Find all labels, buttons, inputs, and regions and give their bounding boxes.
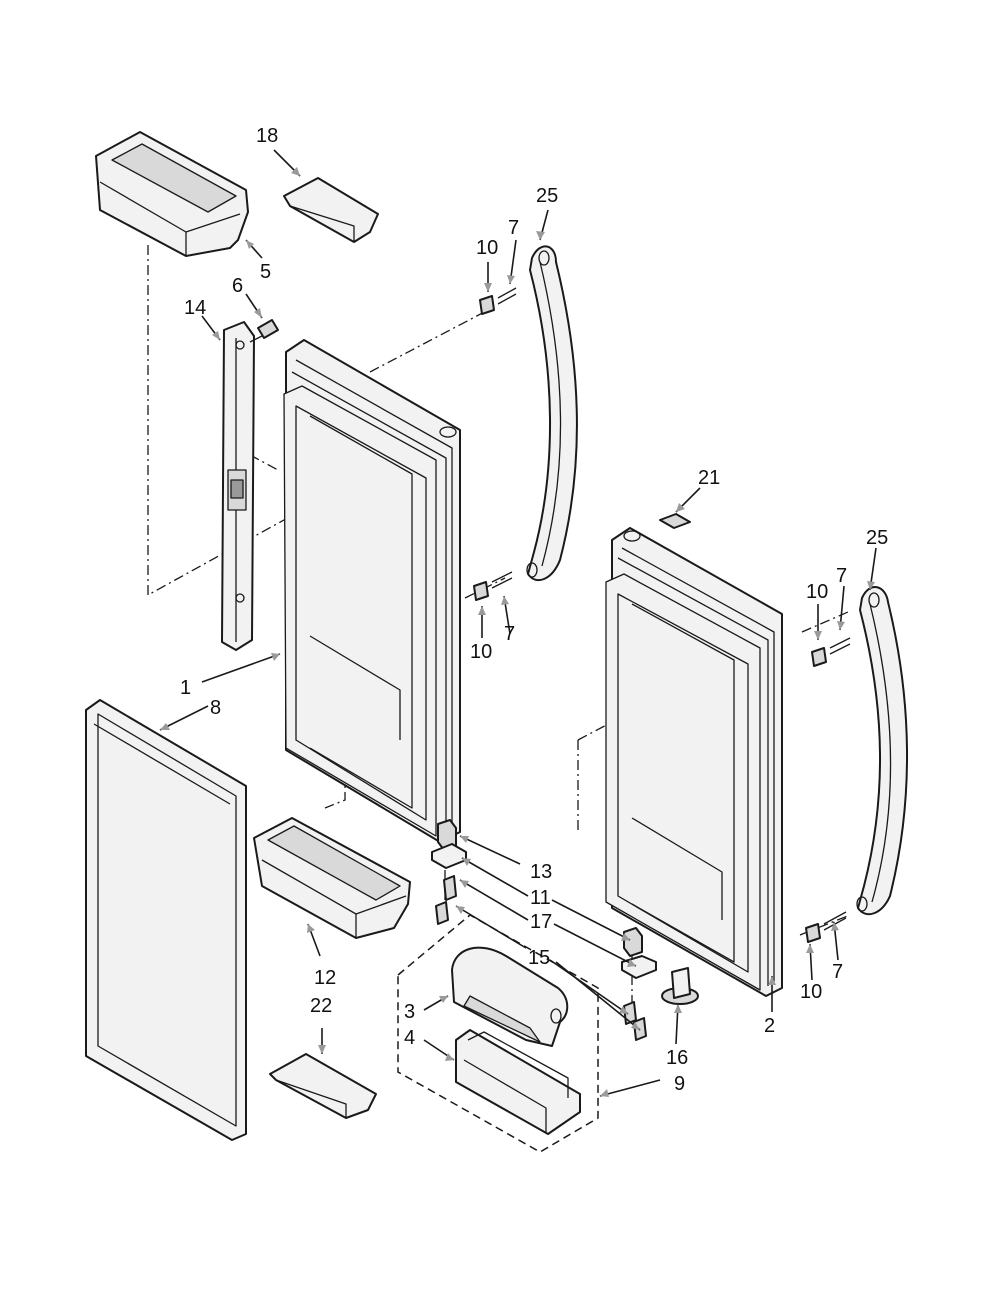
- callout-7-lower-bottom: 7: [832, 961, 843, 983]
- door-mullion-strip: [221, 321, 255, 651]
- bin-cover-3: [451, 946, 569, 1047]
- callout-11: 11: [530, 887, 551, 909]
- callout-10-upper-top: 10: [476, 237, 498, 259]
- right-door: [605, 527, 783, 997]
- callout-7-upper-top: 7: [508, 217, 519, 239]
- callout-14: 14: [184, 297, 206, 319]
- lower-door-handle: [856, 586, 908, 916]
- lower-door-bin: [253, 817, 411, 939]
- callout-8: 8: [210, 697, 221, 719]
- callout-16: 16: [666, 1047, 688, 1069]
- door-gasket: [85, 699, 247, 1141]
- callout-3: 3: [404, 1001, 415, 1023]
- callout-9: 9: [674, 1073, 685, 1095]
- lower-handle-fasteners-top: [811, 637, 851, 667]
- callout-1: 1: [180, 677, 191, 699]
- upper-handle-fasteners-bottom: [473, 571, 513, 601]
- callout-22: 22: [310, 995, 332, 1017]
- callout-10-upper-bottom: 10: [470, 641, 492, 663]
- callout-25-lower: 25: [866, 527, 888, 549]
- top-door-bin: [95, 131, 249, 257]
- screw-6: [249, 319, 279, 343]
- callout-15: 15: [528, 947, 550, 969]
- left-hinge-assembly: [431, 819, 467, 925]
- bin-cap-bottom: [269, 1053, 377, 1119]
- door-plate-21: [659, 513, 691, 529]
- callout-labels: 18 25 10 7 5 6 14 21 25 10 7 10 7 1 8 13…: [180, 125, 888, 1095]
- upper-door-handle: [526, 245, 578, 582]
- lower-handle-fasteners-bottom: [805, 911, 847, 943]
- callout-2: 2: [764, 1015, 775, 1037]
- right-hinge-assembly: [621, 927, 657, 1041]
- callout-6: 6: [232, 275, 243, 297]
- callout-25-upper: 25: [536, 185, 558, 207]
- callout-10-lower-bottom: 10: [800, 981, 822, 1003]
- callout-12: 12: [314, 967, 336, 989]
- callout-5: 5: [260, 261, 271, 283]
- callout-7-lower-top: 7: [836, 565, 847, 587]
- bin-base-4: [455, 1029, 581, 1135]
- leader-arrows: [159, 149, 877, 1097]
- callout-17: 17: [530, 911, 552, 933]
- upper-handle-fasteners-top: [479, 287, 517, 315]
- callout-18: 18: [256, 125, 278, 147]
- callout-4: 4: [404, 1027, 415, 1049]
- callout-21: 21: [698, 467, 720, 489]
- left-door: [283, 339, 461, 843]
- callout-10-lower-top: 10: [806, 581, 828, 603]
- callout-7-upper-bottom: 7: [504, 623, 515, 645]
- door-stop-16: [661, 967, 699, 1005]
- bin-cap-top: [283, 177, 379, 243]
- callout-13: 13: [530, 861, 552, 883]
